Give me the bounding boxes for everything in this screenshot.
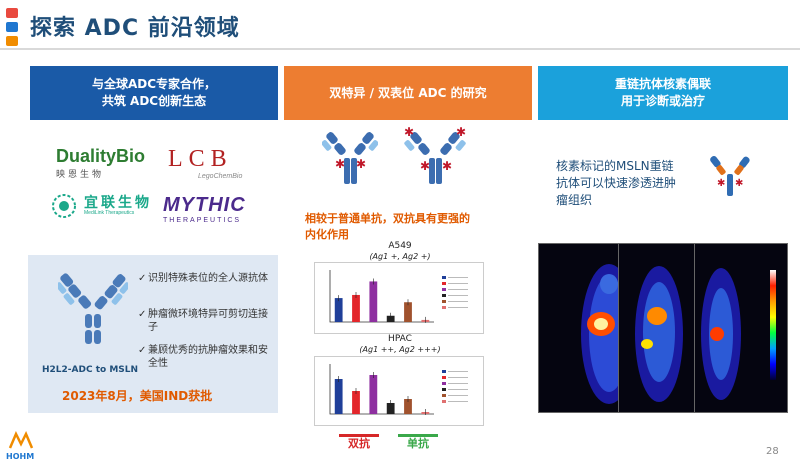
card-bullet-1: ✓识别特殊表位的全人源抗体 <box>138 272 273 285</box>
check-icon: ✓ <box>138 273 147 284</box>
chart-bar <box>352 294 360 322</box>
dualitybio-name: DualityBio <box>56 146 146 166</box>
check-icon: ✓ <box>138 345 147 356</box>
column-header-bispecific-line1: 双特异 / 双表位 ADC 的研究 <box>329 85 487 100</box>
card-bullet-1-text: 识别特殊表位的全人源抗体 <box>148 273 268 284</box>
chart-legend-swatch <box>442 282 446 285</box>
chart-legend-swatch <box>442 370 446 373</box>
chart2-subtitle: (Ag1 ++, Ag2 +++) <box>359 345 441 354</box>
chart-bar <box>334 298 343 322</box>
bispecific-antibody-icon-left: ✱✱ <box>322 132 378 184</box>
dualitybio-logo: DualityBio 映恩生物 <box>56 146 145 180</box>
svg-text:✱: ✱ <box>404 125 414 139</box>
chart-bar <box>386 315 395 322</box>
chart-bar <box>404 399 412 414</box>
company-logo-text: HOHM <box>6 452 35 461</box>
column-header-nuclide: 重链抗体核素偶联 用于诊断或治疗 <box>538 66 788 120</box>
column-header-bispecific: 双特异 / 双表位 ADC 的研究 <box>284 66 532 120</box>
accent-square-red <box>6 8 18 18</box>
nuclide-text: 核素标记的MSLN重链 抗体可以快速渗透进肿 瘤组织 <box>556 158 676 209</box>
svg-text:✱: ✱ <box>442 159 452 173</box>
chart-legend-swatch <box>442 306 446 309</box>
page-title: 探索 ADC 前沿领域 <box>30 16 240 41</box>
medilink-emblem-icon <box>52 194 76 218</box>
bsab-tag: 双抗 <box>339 434 379 450</box>
chart2-title: HPAC <box>388 334 412 344</box>
chart-legend-swatch <box>442 400 446 403</box>
nuclide-antibody-icon: ✱✱ <box>710 156 750 196</box>
column-header-nuclide-line1: 重链抗体核素偶联 <box>614 77 711 91</box>
bispecific-antibody-icon-right: ✱ ✱ ✱ ✱ <box>404 125 466 184</box>
bispecific-note: 相较于普通单抗，双抗具有更强的 内化作用 <box>305 211 470 243</box>
nuclide-text-line2: 抗体可以快速渗透进肿 <box>556 176 677 190</box>
chart-legend-swatch <box>442 394 446 397</box>
svg-text:✱: ✱ <box>717 178 725 189</box>
pet-body-graphic <box>635 266 683 402</box>
svg-text:✱: ✱ <box>735 178 743 189</box>
chart1-title: A549 <box>388 241 412 251</box>
company-logo-icon <box>8 431 34 449</box>
mythic-logo: MYTHIC THERAPEUTICS <box>163 194 246 224</box>
accent-square-orange <box>6 36 18 46</box>
chart-bar <box>334 379 343 414</box>
chart1-subtitle: (Ag1 +, Ag2 +) <box>369 252 431 261</box>
chart-bar <box>386 403 395 414</box>
lcb-logo: LCB LegoChemBio <box>168 146 242 180</box>
chart-legend-swatch <box>442 288 446 291</box>
svg-text:✱: ✱ <box>356 157 366 171</box>
medilink-cn-name: 宜联生物 <box>84 194 152 210</box>
title-divider <box>0 48 800 50</box>
chart-legend-swatch <box>442 300 446 303</box>
bispecific-note-line1: 相较于普通单抗，双抗具有更强的 <box>305 212 470 225</box>
chart-legend-swatch <box>442 388 446 391</box>
lcb-subtitle: LegoChemBio <box>198 173 243 180</box>
column-header-partners-line2: 共筑 ADC创新生态 <box>101 94 207 108</box>
column-header-partners-line1: 与全球ADC专家合作， <box>91 77 217 91</box>
chart-bar <box>404 302 412 322</box>
nuclide-text-line3: 瘤组织 <box>556 193 593 207</box>
column-header-nuclide-line2: 用于诊断或治疗 <box>620 94 705 108</box>
lcb-name: LCB <box>168 146 233 172</box>
check-icon: ✓ <box>138 309 147 320</box>
chart-legend-swatch <box>442 382 446 385</box>
h2l2-antibody-icon <box>58 273 128 344</box>
chart1-svg <box>329 270 468 323</box>
card-bullet-2: ✓肿瘤微环境特异可剪切连接子 <box>138 308 273 334</box>
chart-legend-swatch <box>442 294 446 297</box>
medilink-en-name: MediLink Therapeutics <box>84 210 135 216</box>
pet-image-3 <box>694 243 788 413</box>
chart-axis <box>329 270 434 323</box>
ind-approval-note: 2023年8月，美国IND获批 <box>62 389 213 403</box>
antibody-label: H2L2-ADC to MSLN <box>42 365 139 375</box>
card-bullet-3-text: 兼顾优秀的抗肿瘤效果和安全性 <box>148 345 268 369</box>
chart-legend-swatch <box>442 376 446 379</box>
chart-bar <box>369 375 378 414</box>
bispecific-note-line2: 内化作用 <box>305 228 349 241</box>
accent-square-blue <box>6 22 18 32</box>
nuclide-text-line1: 核素标记的MSLN重链 <box>556 159 674 173</box>
chart-axis <box>329 364 434 415</box>
svg-text:✱: ✱ <box>456 125 466 139</box>
pet-body-graphic <box>701 268 741 400</box>
chart-bar <box>352 391 360 414</box>
card-bullet-2-text: 肿瘤微环境特异可剪切连接子 <box>148 309 268 333</box>
chart-legend-swatch <box>442 276 446 279</box>
mythic-subtitle: THERAPEUTICS <box>163 217 242 224</box>
mythic-name: MYTHIC <box>163 194 246 216</box>
chart-bar <box>369 281 378 322</box>
card-bullet-3: ✓兼顾优秀的抗肿瘤效果和安全性 <box>138 344 273 370</box>
dualitybio-cn-name: 映恩生物 <box>56 169 105 179</box>
chart2-svg <box>329 364 468 415</box>
mab-tag: 单抗 <box>398 434 438 450</box>
svg-text:✱: ✱ <box>420 159 430 173</box>
page-number: 28 <box>766 446 779 457</box>
column-header-partners: 与全球ADC专家合作， 共筑 ADC创新生态 <box>30 66 278 120</box>
svg-text:✱: ✱ <box>335 157 345 171</box>
pet-color-scale <box>770 270 776 380</box>
